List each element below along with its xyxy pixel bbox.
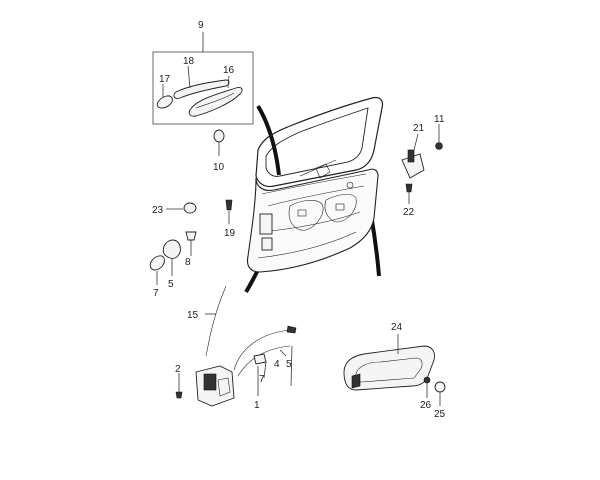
bracket-clip-part <box>407 149 415 163</box>
screw-2-part <box>175 391 183 399</box>
callout-8: 5 <box>168 279 174 290</box>
callout-5: 5 <box>286 359 292 370</box>
callout-24: 24 <box>391 322 403 333</box>
leader-21 <box>413 133 419 151</box>
left-small-parts-group <box>149 199 233 285</box>
inside-handle-group <box>343 334 446 406</box>
door-body <box>246 168 379 273</box>
window-frame-outer <box>255 96 384 188</box>
screw-26-part <box>423 376 431 384</box>
grommet-left-group <box>213 129 225 156</box>
callout-18: 18 <box>183 56 195 67</box>
callout-1: 1 <box>254 400 260 411</box>
nut-14-part <box>435 142 443 150</box>
cable-upper-part <box>233 329 293 371</box>
key-cylinder-cap-part <box>156 95 173 109</box>
callout-19: 19 <box>224 228 236 239</box>
leader-4 <box>279 349 287 357</box>
door-shell-group <box>244 96 384 294</box>
handle-cover-part <box>173 79 230 99</box>
door-lower-line <box>257 231 357 259</box>
callout-7: 7 <box>259 374 265 385</box>
callout-14-left: 10 <box>213 162 225 173</box>
clip-19-part <box>225 199 233 211</box>
callout-9: 7 <box>153 288 159 299</box>
window-frame-inner <box>265 107 369 177</box>
callout-26: 26 <box>420 400 432 411</box>
door-hole-a <box>297 209 307 217</box>
door-beltline <box>261 173 367 195</box>
door-hinge-area <box>259 213 273 235</box>
regulator-pulley <box>346 181 354 189</box>
lock-latch-part <box>217 377 231 397</box>
bolt-10-head <box>185 231 197 241</box>
door-reinforce-line <box>267 185 365 207</box>
leader-7 <box>263 361 267 379</box>
rod-15-part <box>205 285 227 357</box>
cover-9-part <box>149 255 165 271</box>
door-opening-right <box>324 194 357 223</box>
regulator-bracket <box>315 163 331 179</box>
callout-2: 2 <box>175 364 181 375</box>
plug-23-part <box>183 202 197 214</box>
cable-end-part <box>286 325 297 334</box>
outside-handle-part <box>188 87 243 117</box>
callout-23: 23 <box>152 205 164 216</box>
inside-handle-24-part <box>343 345 435 391</box>
door-hole-b <box>335 203 345 211</box>
lock-actuator-part <box>203 373 217 391</box>
outside-handle-kit-group <box>152 32 254 125</box>
callout-10: 8 <box>185 257 191 268</box>
door-opening-left <box>288 200 324 231</box>
callout-25: 25 <box>434 409 446 420</box>
callout-16: 16 <box>223 65 235 76</box>
striker-8-part <box>162 239 181 259</box>
inside-handle-lever <box>351 373 361 389</box>
door-front-sweep <box>256 104 281 176</box>
mirror-bracket-group <box>401 124 443 204</box>
clip-4-part <box>253 353 267 365</box>
callout-22: 22 <box>403 207 415 218</box>
lock-assembly-group <box>175 285 297 407</box>
leader-5 <box>290 345 293 387</box>
callout-4: 4 <box>274 359 280 370</box>
cap-25-part <box>434 381 446 393</box>
callout-11: 9 <box>198 20 204 31</box>
callout-17: 17 <box>159 74 171 85</box>
grommet-left-part <box>213 129 225 143</box>
callout-15: 15 <box>187 310 199 321</box>
handle-groove <box>195 92 235 109</box>
leader-18 <box>187 65 191 89</box>
leader-16 <box>227 75 230 89</box>
callout-14-right: 11 <box>434 114 445 125</box>
door-check-area <box>261 237 273 251</box>
screw-22-part <box>405 183 413 193</box>
callout-21: 21 <box>413 123 425 134</box>
callout-labels: 9 17 18 16 10 11 21 22 23 19 8 5 7 15 2 … <box>152 20 446 420</box>
